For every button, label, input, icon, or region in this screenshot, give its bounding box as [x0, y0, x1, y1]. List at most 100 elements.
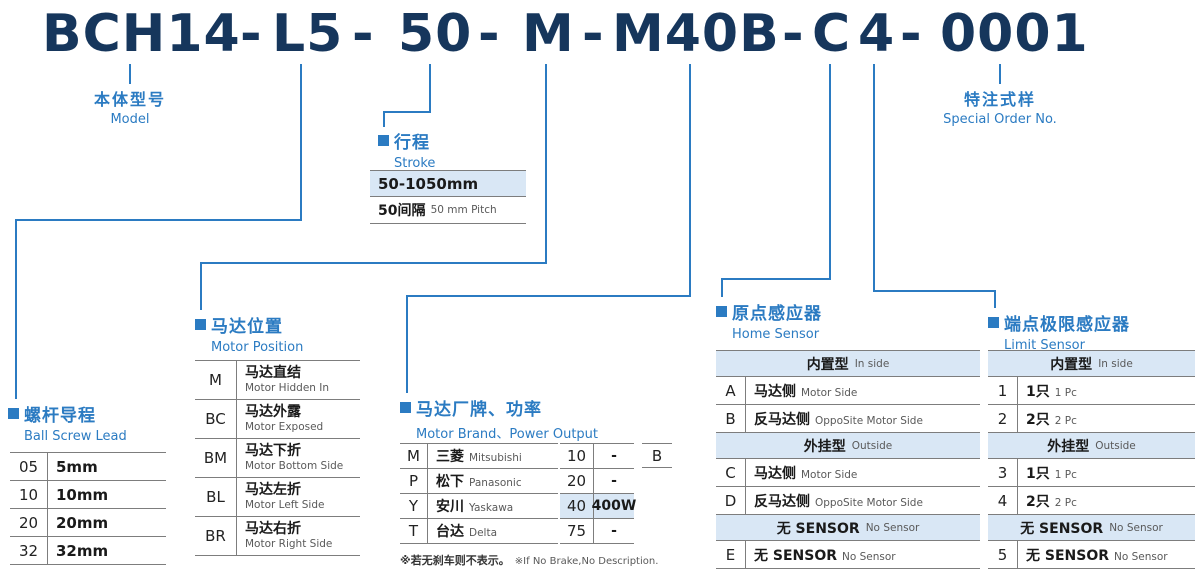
row-code: T — [400, 519, 428, 543]
stroke-pitch-row: 50间隔 50 mm Pitch — [370, 197, 526, 224]
table-row: 5 无 SENSOR No Sensor — [988, 541, 1195, 569]
table-row: M 马达直结 Motor Hidden In — [195, 361, 360, 400]
row-zh: 马达右折 — [245, 520, 301, 537]
row-code: 1 — [988, 377, 1018, 404]
ball-screw-lead-title-en: Ball Screw Lead — [24, 429, 127, 444]
group-header-en: No Sensor — [1109, 521, 1163, 534]
row-zh: 马达下折 — [245, 442, 301, 459]
row-zh: 马达直结 — [245, 364, 301, 381]
row-en: Motor Side — [801, 386, 858, 399]
row-code: E — [716, 541, 746, 568]
row-zh: 无 SENSOR — [754, 547, 838, 564]
stroke-heading: 行程 Stroke — [378, 128, 435, 171]
home-sensor-heading: 原点感应器 Home Sensor — [716, 299, 822, 342]
row-value: 5mm — [56, 457, 98, 476]
row-code: 10 — [10, 481, 48, 508]
model-seg-dash: - — [782, 4, 805, 64]
model-seg-position: M — [522, 4, 575, 64]
row-code: 5 — [988, 541, 1018, 568]
motor-power-table: 10 - 20 - 40 400W 75 - — [560, 443, 637, 544]
model-seg-dash: - — [352, 4, 375, 64]
group-header-en: Outside — [1095, 439, 1136, 452]
row-zh: 松下 — [436, 474, 464, 490]
row-value: 20mm — [56, 513, 109, 532]
motor-position-title-en: Motor Position — [211, 340, 304, 355]
section-bullet-icon — [378, 135, 389, 146]
row-code: C — [716, 459, 746, 486]
limit-sensor-title-en: Limit Sensor — [1004, 338, 1085, 353]
row-en: Motor Right Side — [245, 538, 333, 551]
motor-brand-title-zh: 马达厂牌、功率 — [416, 400, 542, 420]
connector-stroke — [383, 64, 431, 127]
group-header: 无 SENSOR No Sensor — [988, 515, 1195, 541]
row-en: No Sensor — [842, 550, 896, 563]
row-code: BL — [195, 478, 237, 516]
row-code: 3 — [988, 459, 1018, 486]
row-en: Yaskawa — [469, 502, 514, 514]
model-seg-stroke: 50 — [398, 4, 473, 64]
ball-screw-lead-title-zh: 螺杆导程 — [24, 406, 96, 426]
table-row: BL 马达左折 Motor Left Side — [195, 478, 360, 517]
row-zh: 无 SENSOR — [1026, 547, 1110, 564]
row-zh: 2只 — [1026, 411, 1050, 428]
row-code: BR — [195, 517, 237, 555]
brake-code-cell: B — [642, 443, 672, 468]
row-code: D — [716, 487, 746, 514]
section-bullet-icon — [400, 402, 411, 413]
row-code: 32 — [10, 537, 48, 564]
model-seg-dash: - — [240, 4, 263, 64]
stroke-title-zh: 行程 — [394, 133, 430, 153]
row-en: Panasonic — [469, 477, 522, 489]
group-header-zh: 内置型 — [806, 356, 849, 373]
ball-screw-lead-table: 05 5mm 10 10mm 20 20mm 32 32mm — [10, 452, 166, 565]
row-en: No Sensor — [1114, 550, 1168, 563]
section-bullet-icon — [8, 408, 19, 419]
row-zh: 马达侧 — [754, 383, 796, 400]
table-row: P 松下 Panasonic — [400, 469, 558, 494]
row-code: B — [716, 405, 746, 432]
row-zh: 反马达侧 — [754, 411, 810, 428]
table-row: 10 10mm — [10, 481, 166, 509]
stroke-range: 50-1050mm — [378, 174, 479, 193]
row-code: P — [400, 469, 428, 493]
group-header: 外挂型 Outside — [716, 433, 980, 459]
row-en: Motor Bottom Side — [245, 460, 344, 473]
callout-special-order: 特注式样 Special Order No. — [880, 86, 1120, 127]
callout-special-order-zh: 特注式样 — [963, 90, 1036, 109]
brake-note: ※若无刹车则不表示。 ※If No Brake,No Description. — [400, 549, 658, 568]
row-en: Mitsubishi — [469, 452, 522, 464]
table-row: 05 5mm — [10, 453, 166, 481]
group-header-zh: 外挂型 — [803, 438, 846, 455]
row-value: 32mm — [56, 541, 109, 560]
row-value: 400W — [591, 498, 637, 514]
group-header: 无 SENSOR No Sensor — [716, 515, 980, 541]
model-seg-lead: L5 — [272, 4, 344, 64]
row-en: OppoSite Motor Side — [815, 496, 923, 509]
group-header: 内置型 In side — [716, 351, 980, 377]
table-row: E 无 SENSOR No Sensor — [716, 541, 980, 569]
row-code: 05 — [10, 453, 48, 480]
table-row: 32 32mm — [10, 537, 166, 565]
row-code: Y — [400, 494, 428, 518]
row-code: 4 — [988, 487, 1018, 514]
model-seg-series: BCH14 — [42, 4, 241, 64]
group-header-en: In side — [854, 357, 890, 370]
motor-brand-title-en: Motor Brand、Power Output — [416, 427, 599, 442]
motor-position-table: M 马达直结 Motor Hidden In BC 马达外露 Motor Exp… — [195, 360, 360, 556]
row-code: A — [716, 377, 746, 404]
row-code: 20 — [560, 469, 594, 493]
callout-model-en: Model — [110, 112, 150, 127]
callout-model-zh: 本体型号 — [93, 90, 166, 109]
home-sensor-title-en: Home Sensor — [732, 327, 820, 342]
section-bullet-icon — [195, 319, 206, 330]
callout-special-order-en: Special Order No. — [943, 112, 1057, 127]
